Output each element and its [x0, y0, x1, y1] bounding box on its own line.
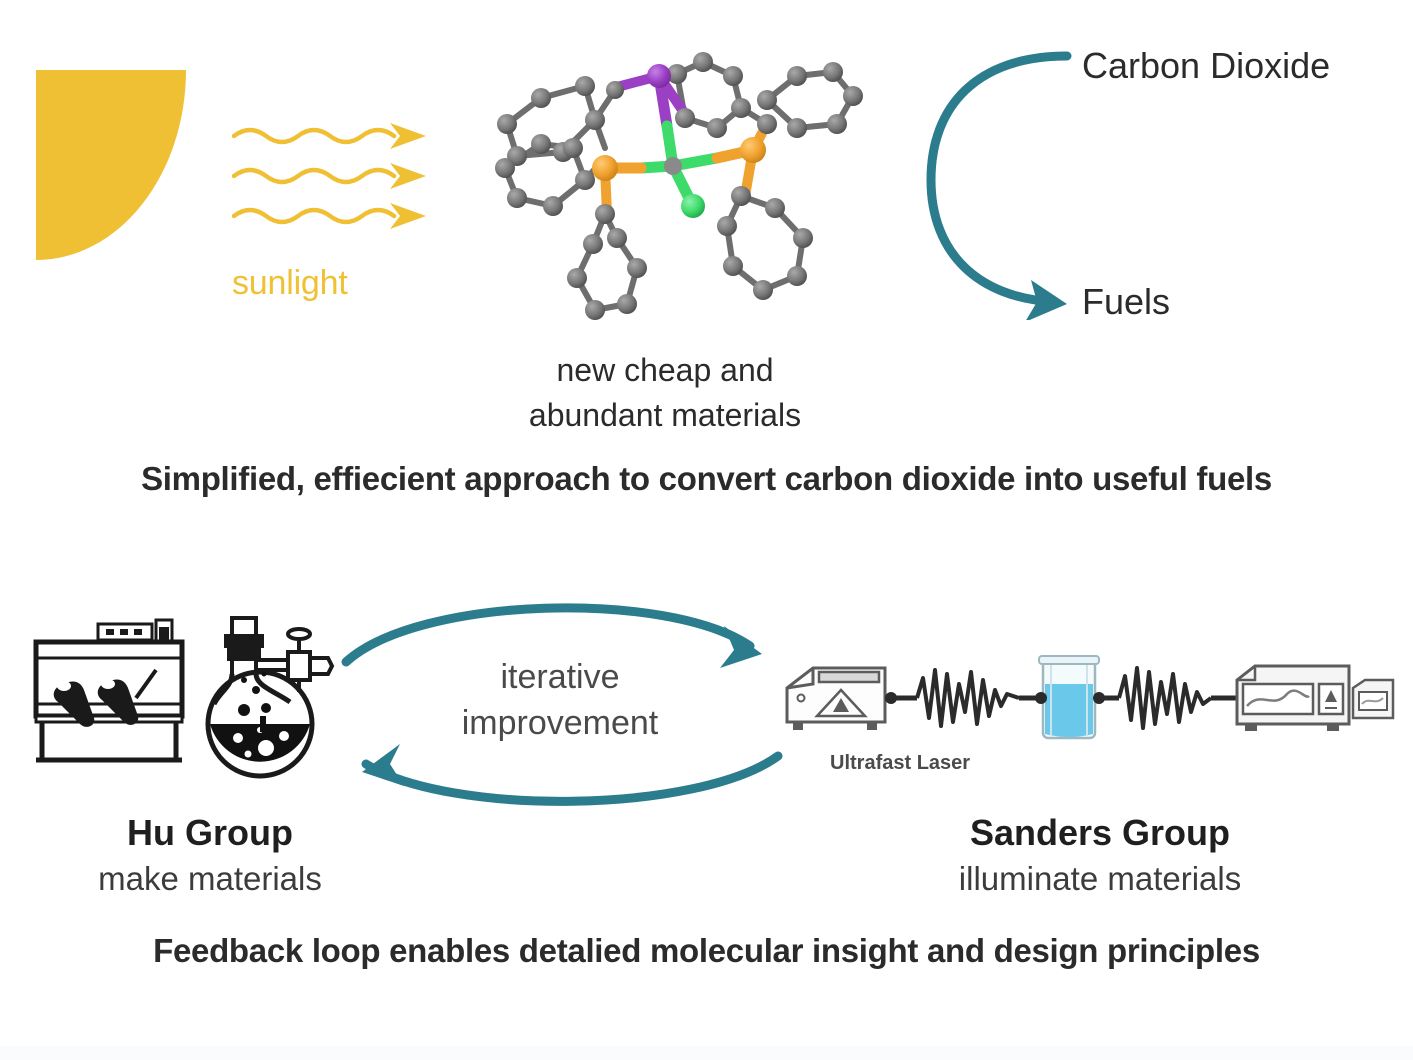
ultrafast-laser-label: Ultrafast Laser	[830, 752, 971, 774]
materials-caption-line1: new cheap and	[556, 352, 774, 388]
laser-spectroscopy-setup	[785, 655, 1395, 740]
cuvette-icon	[1038, 655, 1100, 740]
curved-arrow-right-icon	[341, 603, 755, 667]
iterative-loop-arrows	[341, 603, 783, 806]
hu-group-subtitle: make materials	[98, 860, 322, 897]
materials-caption: new cheap and abundant materials	[440, 348, 890, 439]
top-caption: Simplified, effiecient approach to conve…	[141, 460, 1272, 497]
sun-quarter-icon	[36, 70, 186, 260]
iterative-line1: iterative	[500, 658, 620, 696]
curved-arrow-icon	[926, 51, 1072, 320]
iterative-improvement-label: iterative improvement	[360, 655, 760, 747]
spectrometer-icon	[1235, 664, 1395, 731]
sanders-group-subtitle: illuminate materials	[958, 860, 1242, 897]
output-label: Fuels	[1082, 281, 1171, 322]
wavy-arrow-icon	[231, 123, 426, 229]
hu-group-block: Hu Group make materials	[0, 812, 420, 898]
materials-caption-line2: abundant materials	[528, 397, 802, 434]
bottom-caption: Feedback loop enables detalied molecular…	[153, 932, 1260, 969]
round-bottom-flask-icon	[205, 616, 335, 779]
hu-group-name: Hu Group	[127, 812, 293, 853]
input-label: Carbon Dioxide	[1082, 45, 1331, 86]
bottom-edge-strip	[0, 1046, 1413, 1060]
sunlight-label: sunlight	[232, 264, 348, 302]
sanders-group-block: Sanders Group illuminate materials	[880, 812, 1320, 898]
sanders-group-name: Sanders Group	[969, 812, 1231, 853]
laser-box-icon	[785, 666, 887, 730]
curved-arrow-left-icon	[361, 751, 783, 806]
iterative-line2: improvement	[461, 703, 659, 742]
crystal-structure-icon	[495, 52, 863, 320]
arrowhead-right	[720, 626, 762, 668]
arrowhead-left	[362, 744, 404, 786]
glovebox-icon	[33, 618, 185, 763]
